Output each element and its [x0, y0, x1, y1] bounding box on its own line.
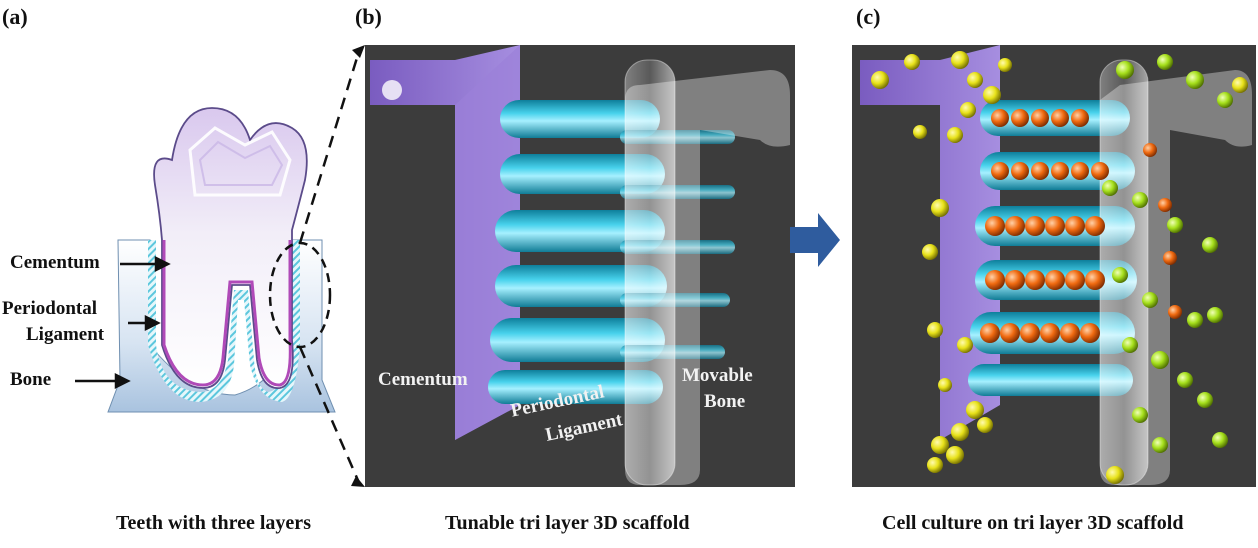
panel-a-letter: (a): [2, 4, 28, 29]
label-a-bone: Bone: [10, 369, 52, 390]
caption-a: Teeth with three layers: [116, 512, 311, 534]
label-a-periodontal-2: Ligament: [26, 324, 105, 345]
label-a-periodontal-1: Periodontal: [2, 298, 97, 319]
label-b-movable: Movable: [682, 365, 753, 386]
tooth-label-arrows: [75, 255, 171, 390]
tooth-illustration: [107, 107, 336, 413]
caption-c: Cell culture on tri layer 3D scaffold: [882, 512, 1184, 534]
scaffold-c: [852, 45, 1256, 487]
tooth-cementum-layer: [162, 240, 292, 387]
zoom-lines: [298, 47, 362, 486]
label-b-bone: Bone: [704, 391, 746, 412]
label-a-cementum: Cementum: [10, 252, 100, 273]
panel-c-letter: (c): [856, 4, 881, 29]
orange-cells: [980, 109, 1182, 343]
yellow-cells: [871, 51, 1248, 484]
panel-b-letter: (b): [355, 4, 382, 29]
label-b-cementum: Cementum: [378, 369, 468, 390]
green-cells: [1102, 54, 1233, 453]
caption-b: Tunable tri layer 3D scaffold: [445, 512, 690, 534]
scaffold-b: [365, 45, 795, 487]
process-arrow: [790, 213, 840, 267]
